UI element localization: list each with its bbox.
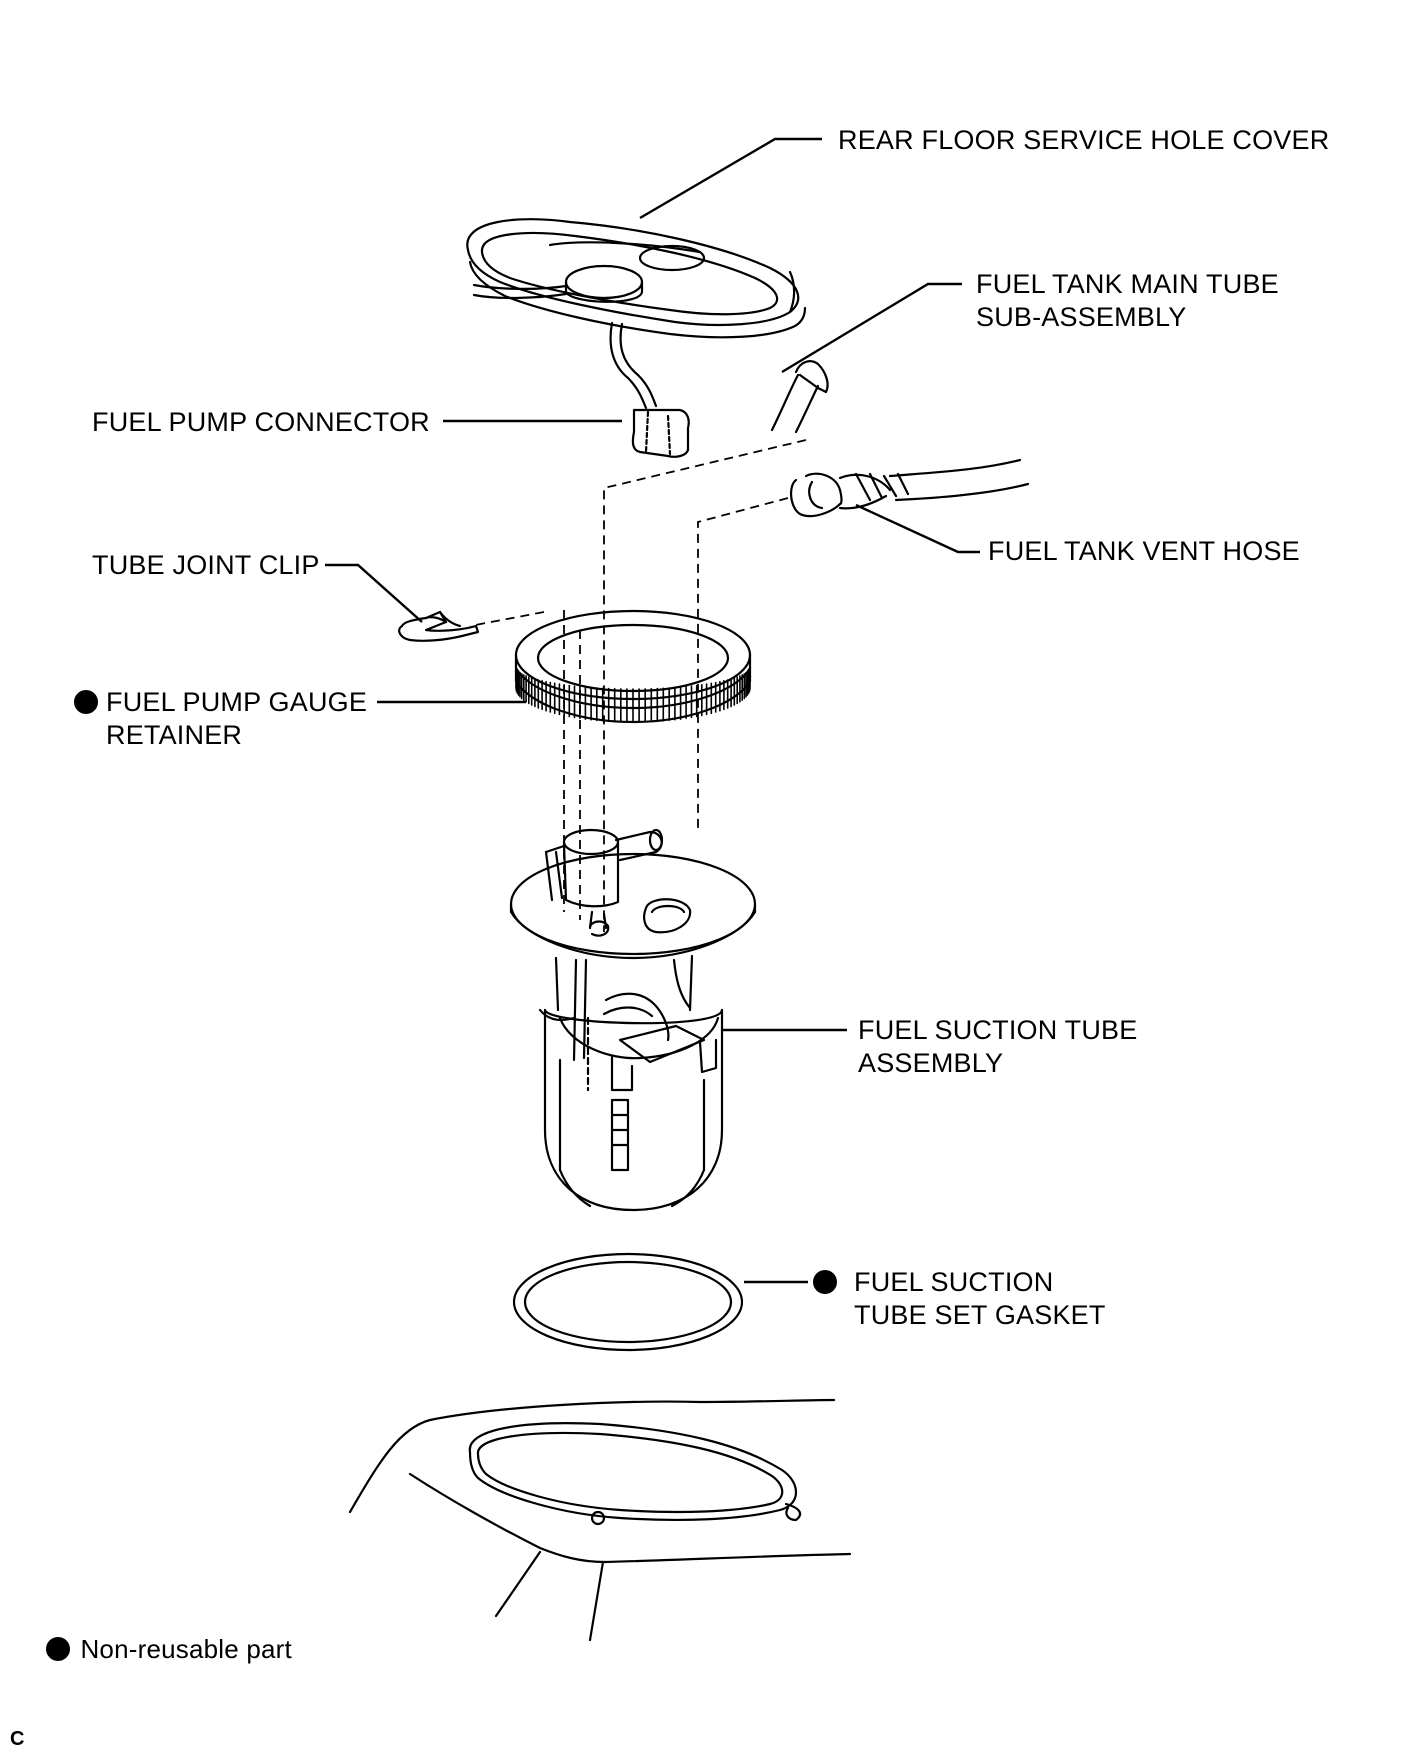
fuel-pump-gauge-retainer bbox=[514, 609, 752, 724]
rear-floor-service-hole-cover bbox=[466, 218, 807, 339]
fuel-pump-connector bbox=[609, 321, 690, 458]
non-reusable-legend-icon bbox=[46, 1637, 70, 1661]
alignment-lines bbox=[469, 439, 807, 932]
label-fuel-suction-tube-set-gasket-line1: FUEL SUCTION bbox=[854, 1267, 1054, 1297]
label-fuel-pump-gauge-retainer-line2: RETAINER bbox=[106, 720, 243, 750]
label-fuel-pump-gauge-retainer-line1: FUEL PUMP GAUGE bbox=[106, 687, 368, 717]
legend-text: Non-reusable part bbox=[80, 1634, 292, 1664]
label-fuel-tank-main-tube-line2: SUB-ASSEMBLY bbox=[976, 302, 1187, 332]
label-fuel-tank-main-tube-line1: FUEL TANK MAIN TUBE bbox=[976, 269, 1279, 299]
non-reusable-marker-gasket bbox=[813, 1270, 837, 1294]
leader-lines bbox=[325, 137, 980, 1284]
label-fuel-suction-tube-assembly-line2: ASSEMBLY bbox=[858, 1048, 1004, 1078]
label-tube-joint-clip: TUBE JOINT CLIP bbox=[92, 550, 320, 580]
label-fuel-tank-vent-hose: FUEL TANK VENT HOSE bbox=[988, 536, 1300, 566]
fuel-tank bbox=[348, 1398, 852, 1642]
non-reusable-marker-retainer bbox=[74, 690, 98, 714]
figure-code: C bbox=[10, 1728, 25, 1750]
fuel-suction-tube-set-gasket bbox=[512, 1252, 744, 1352]
legend: Non-reusable part bbox=[46, 1632, 292, 1666]
fuel-tank-vent-hose bbox=[790, 458, 1030, 518]
label-fuel-suction-tube-assembly-line1: FUEL SUCTION TUBE bbox=[858, 1015, 1138, 1045]
tube-joint-clip bbox=[398, 610, 480, 642]
fuel-suction-tube-assembly bbox=[509, 828, 757, 1212]
label-fuel-suction-tube-set-gasket-line2: TUBE SET GASKET bbox=[854, 1300, 1106, 1330]
label-rear-floor-service-hole-cover: REAR FLOOR SERVICE HOLE COVER bbox=[838, 125, 1330, 155]
fuel-tank-main-tube bbox=[770, 360, 829, 434]
label-fuel-pump-connector: FUEL PUMP CONNECTOR bbox=[92, 407, 430, 437]
